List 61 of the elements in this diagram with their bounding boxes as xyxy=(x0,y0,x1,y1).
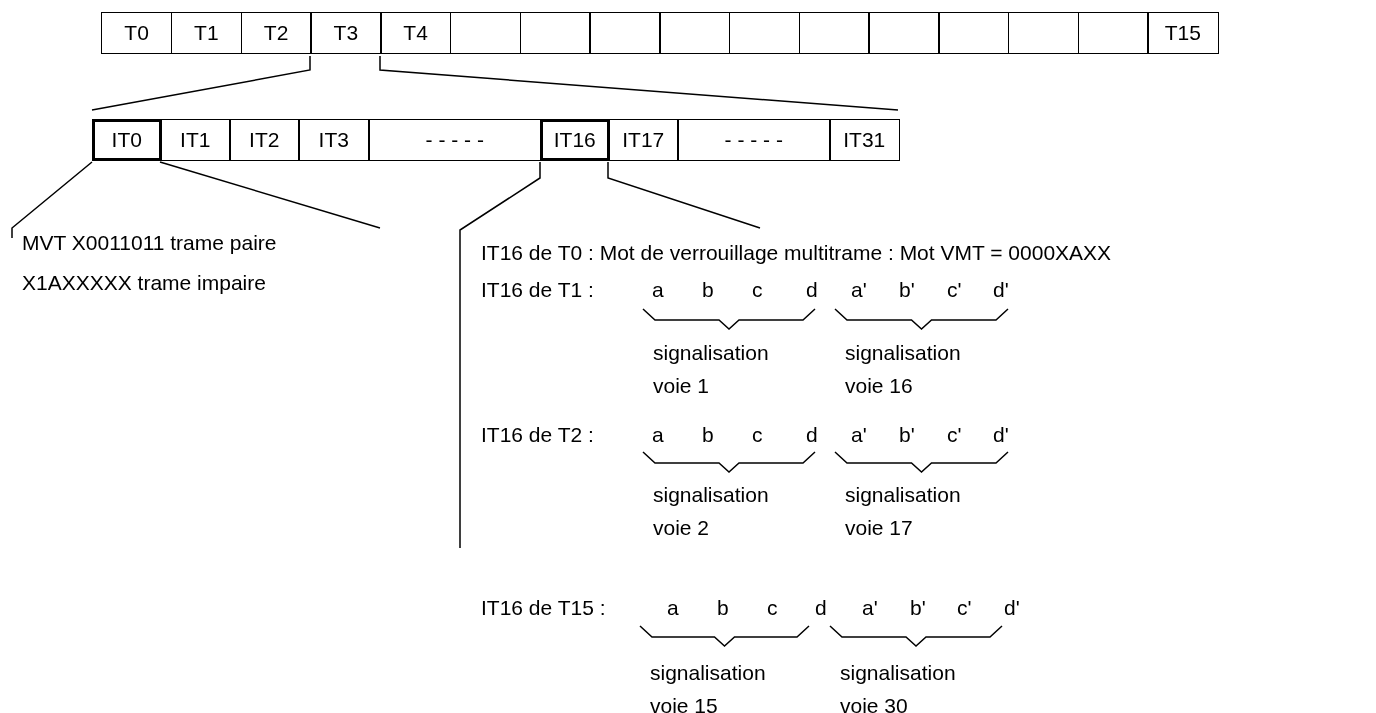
empty-time-slot xyxy=(728,12,800,54)
empty-time-slot xyxy=(868,12,940,54)
label-text: IT16 de T15 : xyxy=(481,596,606,620)
time-slot: IT1 xyxy=(160,119,231,161)
bit-letter: c' xyxy=(947,278,962,302)
empty-time-slot xyxy=(659,12,731,54)
empty-time-slot xyxy=(589,12,661,54)
bit-letter: b' xyxy=(899,278,915,302)
time-slot: IT16 xyxy=(540,119,610,161)
bit-letter: a' xyxy=(862,596,878,620)
time-slot: T0 xyxy=(101,12,173,54)
bit-letter: c xyxy=(752,278,763,302)
signal-caption: signalisation voie 30 xyxy=(840,660,957,713)
bit-letter: d' xyxy=(993,423,1009,447)
label-text: IT16 de T0 : Mot de verrouillage multitrame : Mot VMT = 0000XAXX xyxy=(481,241,1112,265)
bit-letter: a xyxy=(652,423,664,447)
signal-caption: signalisation voie 16 xyxy=(845,340,962,399)
signal-caption: signalisation voie 2 xyxy=(653,482,770,541)
bit-letter: c' xyxy=(957,596,972,620)
signal-caption: signalisation voie 15 xyxy=(650,660,767,713)
bit-letter: b xyxy=(702,423,714,447)
empty-time-slot xyxy=(1077,12,1149,54)
bit-letter: a' xyxy=(851,423,867,447)
label-text: IT16 de T2 : xyxy=(481,423,594,447)
time-slot: - - - - - xyxy=(677,119,831,161)
bit-letter: d xyxy=(815,596,827,620)
bit-letter: d xyxy=(806,423,818,447)
bit-letter: a xyxy=(652,278,664,302)
time-slot: T4 xyxy=(380,12,452,54)
time-slot: T15 xyxy=(1147,12,1219,54)
bit-letter: d' xyxy=(993,278,1009,302)
label-text: IT16 de T1 : xyxy=(481,278,594,302)
label-text: MVT X0011011 trame paire xyxy=(22,231,277,255)
signal-caption: signalisation voie 17 xyxy=(845,482,962,541)
empty-time-slot xyxy=(798,12,870,54)
time-slot: T3 xyxy=(310,12,382,54)
empty-time-slot xyxy=(1007,12,1079,54)
time-slot: IT31 xyxy=(829,119,900,161)
bit-letter: a xyxy=(667,596,679,620)
time-slot: IT17 xyxy=(608,119,679,161)
bit-letter: d xyxy=(806,278,818,302)
bit-letter: c' xyxy=(947,423,962,447)
empty-time-slot xyxy=(938,12,1010,54)
time-slot: IT2 xyxy=(229,119,300,161)
time-slot: T2 xyxy=(240,12,312,54)
bit-letter: b xyxy=(717,596,729,620)
time-slot: IT3 xyxy=(298,119,370,161)
bit-letter: b' xyxy=(910,596,926,620)
bit-letter: d' xyxy=(1004,596,1020,620)
time-slot: T1 xyxy=(170,12,242,54)
bit-letter: c xyxy=(767,596,778,620)
bit-letter: c xyxy=(752,423,763,447)
empty-time-slot xyxy=(519,12,591,54)
label-text: X1AXXXXX trame impaire xyxy=(22,271,266,295)
empty-time-slot xyxy=(449,12,521,54)
time-slot: IT0 xyxy=(92,119,162,161)
bit-letter: b xyxy=(702,278,714,302)
signal-caption: signalisation voie 1 xyxy=(653,340,770,399)
bit-letter: a' xyxy=(851,278,867,302)
bit-letter: b' xyxy=(899,423,915,447)
time-slot: - - - - - xyxy=(368,119,542,161)
